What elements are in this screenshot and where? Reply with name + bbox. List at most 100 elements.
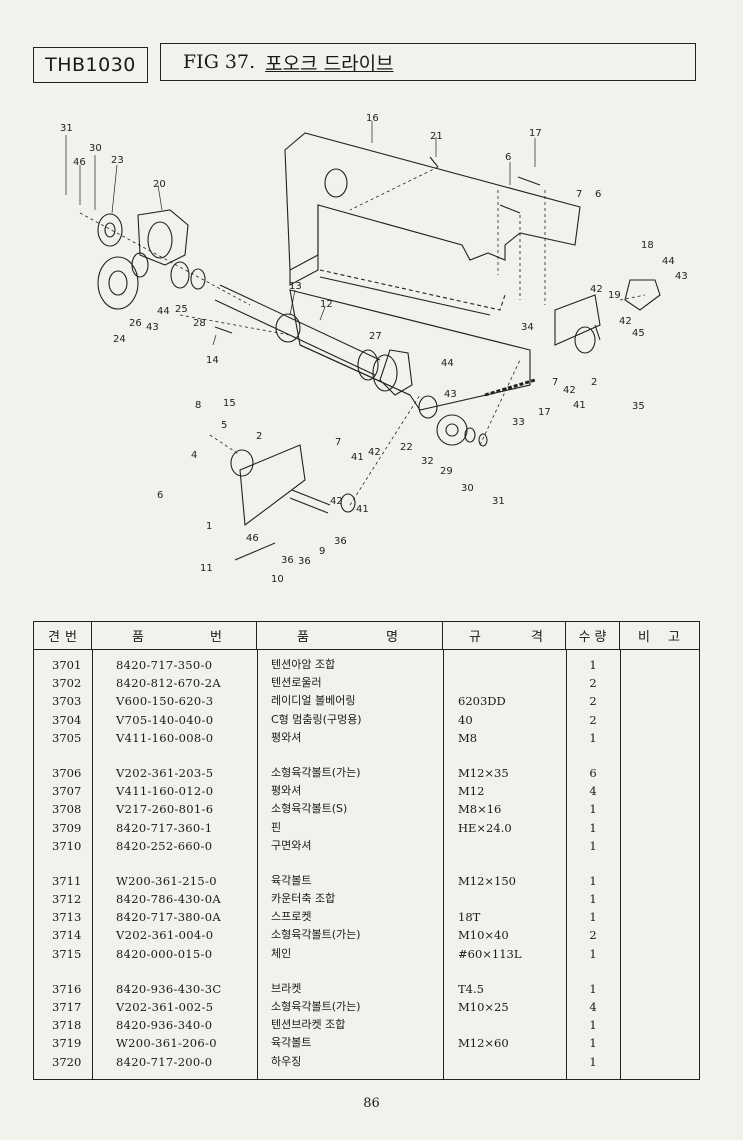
cell-item-no: 3717 [52,1000,82,1014]
model-code: THB1030 [45,54,136,76]
callout: 45 [632,328,645,339]
cell-part-name: 소형육각볼트(S) [271,802,348,816]
cell-part-name: 소형육각볼트(가는) [271,928,361,942]
cell-qty: 1 [589,838,597,853]
cell-part-number: 8420-936-340-0 [116,1018,213,1033]
cell-spec: M8 [458,730,478,745]
cell-spec: T4.5 [458,981,484,996]
callout: 33 [512,417,525,428]
cell-part-name: 하우징 [271,1054,302,1068]
cell-spec [443,674,566,692]
cell-qty: 1 [589,981,597,996]
cell-item-no: 3701 [52,658,82,672]
cell-part-name: 텐션브라켓 조합 [271,1018,346,1032]
cell-qty: 4 [589,784,597,799]
cell-remark [620,782,698,800]
gear-24 [97,256,139,310]
cell-part-number: 8420-786-430-0A [116,892,221,907]
cell-item-no: 3711 [52,873,82,888]
cell-qty: 6 [589,765,597,780]
cell-part-name: 레이디얼 볼베어링 [271,694,356,708]
callout: 41 [573,400,586,411]
cell-part-number: V202-361-002-5 [116,1000,214,1014]
cell-part-name: 브라켓 [271,981,302,995]
cell-remark [620,729,698,747]
callout: 5 [221,420,227,431]
callout: 18 [641,240,654,251]
callout: 42 [368,447,381,458]
cell-qty: 2 [589,676,597,691]
cell-item-no: 3720 [52,1054,82,1069]
cell-spec [443,656,566,674]
cell-qty: 2 [589,712,597,727]
callout: 21 [430,131,443,142]
cell-qty: 1 [589,1018,597,1033]
callout: 1 [206,521,212,532]
cell-remark [620,926,698,944]
callout: 32 [421,456,434,467]
callout: 43 [675,271,688,282]
cell-remark [620,764,698,782]
cell-qty: 1 [589,820,597,835]
cell-remark [620,872,698,890]
cell-part-name: 텐션로울러 [271,676,322,690]
callout: 13 [289,281,302,292]
callout: 20 [153,179,166,190]
callout: 7 [552,377,558,388]
callout: 7 [576,189,582,200]
callout: 42 [590,284,603,295]
cell-item-no: 3708 [52,802,82,817]
callout: 6 [157,490,163,501]
cell-spec: M12 [458,784,485,799]
cell-spec: 18T [458,910,481,925]
cell-spec: M10×25 [458,1000,509,1014]
callout: 8 [195,400,201,411]
cell-item-no: 3716 [52,981,82,996]
callout: 19 [608,290,621,301]
cell-part-name: 구면와셔 [271,838,312,852]
cell-remark [620,945,698,963]
callout: 43 [146,322,159,333]
callout: 44 [662,256,675,267]
cell-qty: 2 [589,694,597,709]
cell-part-number: V411-160-012-0 [116,784,214,799]
cell-qty: 1 [589,658,597,672]
callout: 25 [175,304,188,315]
cell-part-number: V411-160-008-0 [116,730,214,745]
callout: 44 [441,358,454,369]
cell-part-number: 8420-717-360-1 [116,820,213,835]
cell-qty: 1 [589,873,597,888]
cell-part-number: 8420-812-670-2A [116,676,221,691]
cell-part-name: 텐션아암 조합 [271,658,336,671]
cell-qty: 1 [589,1036,597,1051]
shaft-12 [214,284,381,376]
callout: 46 [246,533,259,544]
right-bracket [624,279,661,311]
callout: 29 [440,466,453,477]
cell-part-name: 소형육각볼트(가는) [271,1000,361,1013]
cell-remark [620,1034,698,1052]
figure-label: FIG 37. [183,51,256,73]
cell-item-no: 3703 [52,694,82,709]
callout: 10 [271,574,284,585]
callout: 31 [492,496,505,507]
cell-remark [620,1016,698,1034]
cell-qty: 1 [589,730,597,745]
cell-item-no: 3712 [52,892,82,907]
cell-remark [620,800,698,818]
cell-item-no: 3713 [52,910,82,925]
callout: 41 [356,504,369,515]
